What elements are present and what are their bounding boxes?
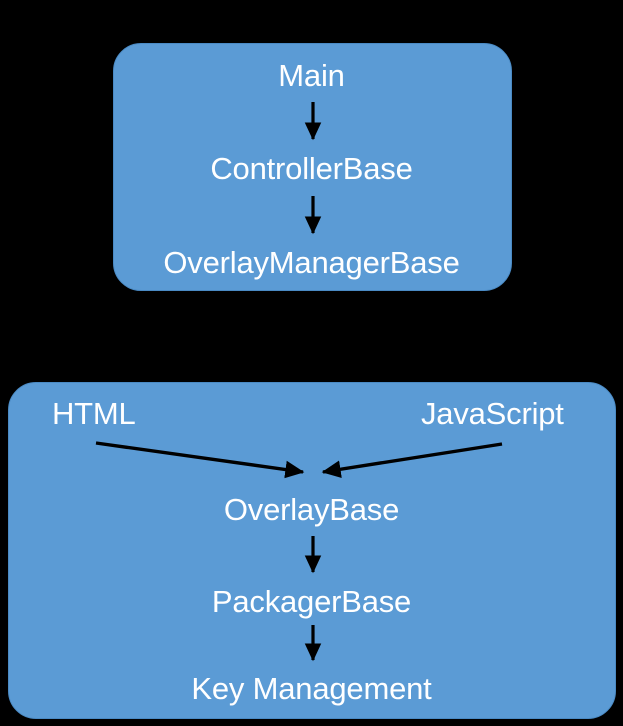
node-overlaybase: OverlayBase [223, 492, 400, 527]
node-main: Main [278, 58, 345, 93]
node-controllerbase: ControllerBase [210, 151, 413, 186]
node-key-management: Key Management [191, 671, 432, 706]
group-box-controller-stack [113, 43, 512, 291]
node-javascript: JavaScript [421, 396, 564, 431]
node-packagerbase: PackagerBase [211, 584, 412, 619]
node-html: HTML [52, 396, 136, 431]
group-box-overlay-stack [8, 382, 616, 719]
node-overlaymanagerbase: OverlayManagerBase [163, 245, 460, 280]
